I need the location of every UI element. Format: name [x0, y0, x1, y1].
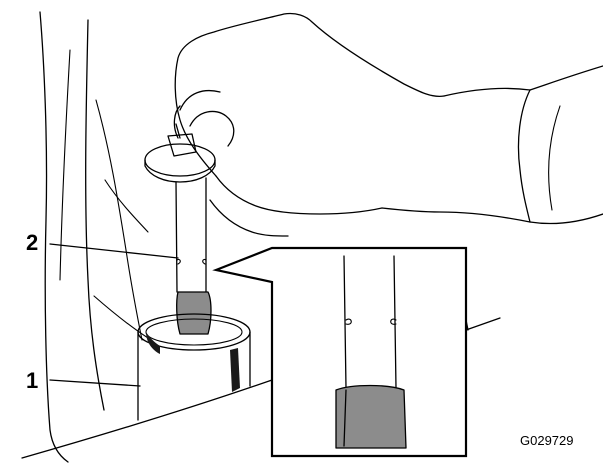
- callout-1-label: 1: [26, 370, 38, 392]
- machine-frame: [22, 12, 500, 462]
- detail-inset: [216, 248, 466, 456]
- dipstick-tip: [177, 292, 211, 334]
- callout-2-label: 2: [26, 232, 38, 254]
- hand: [168, 13, 603, 236]
- dipstick: [145, 144, 215, 334]
- dipstick-shaft: [176, 182, 177, 292]
- callout-1-leader: [50, 380, 140, 386]
- dipstick-tip-detail: [336, 386, 406, 449]
- figure-id: G029729: [520, 434, 574, 447]
- dipstick-cap-disk: [145, 144, 215, 176]
- callout-2-leader: [50, 244, 178, 258]
